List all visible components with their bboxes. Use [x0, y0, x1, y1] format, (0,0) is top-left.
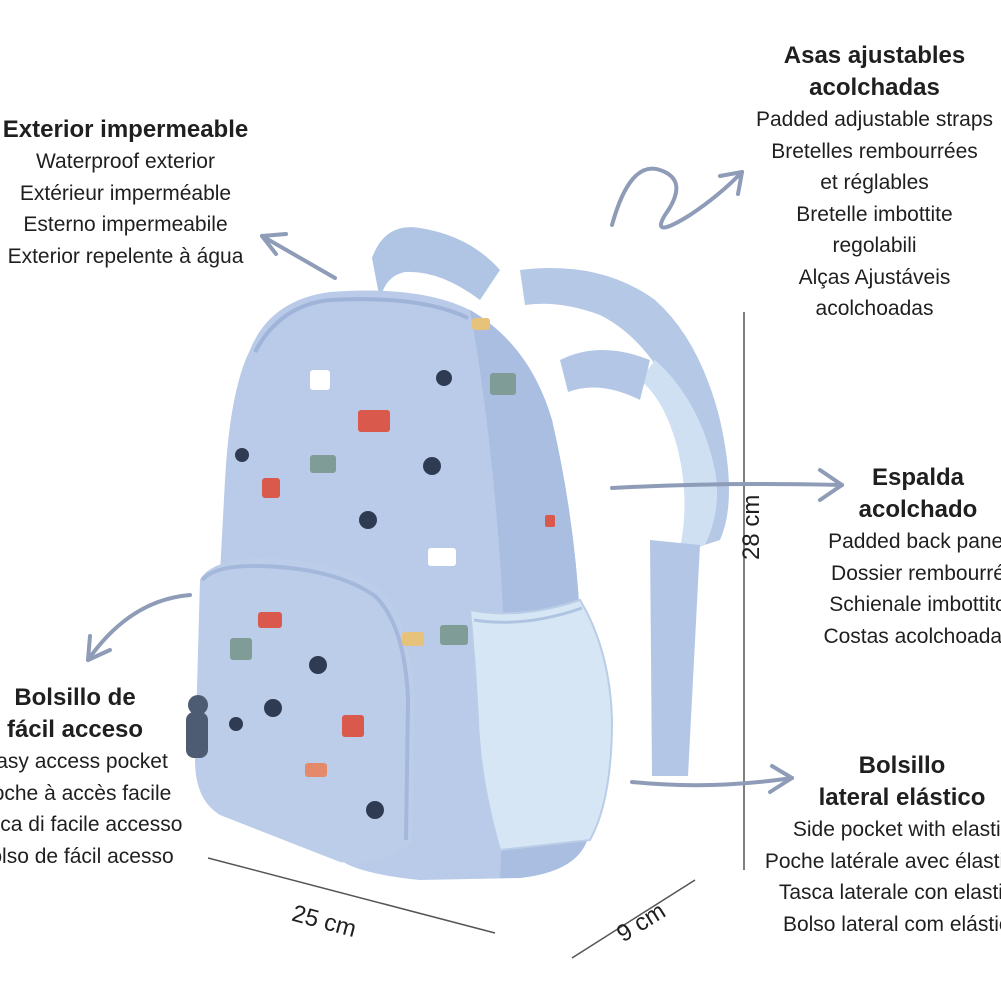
width-dimension-line — [207, 857, 496, 934]
feature-straps: Asas ajustables acolchadas Padded adjust… — [752, 40, 997, 325]
feature-line: et réglables — [820, 171, 929, 194]
backpack-body — [186, 290, 614, 880]
feature-title: Bolsillo — [858, 752, 946, 779]
vehicle-print-icon — [229, 318, 555, 819]
feature-back: Espalda acolchado Padded back panel Doss… — [818, 462, 1001, 652]
feature-line: Poche latérale avec élastique — [764, 849, 1001, 873]
feature-line: Padded adjustable straps — [756, 108, 993, 131]
feature-front-pocket: Bolsillo de fácil acceso Easy access poc… — [0, 682, 190, 872]
feature-title: Asas ajustables — [783, 42, 966, 69]
feature-title: acolchado — [858, 496, 978, 523]
feature-title: fácil acceso — [6, 716, 144, 743]
feature-line: Extérieur imperméable — [19, 181, 232, 205]
depth-dimension-line — [571, 879, 696, 959]
feature-title: Espalda — [871, 464, 965, 491]
arrow-icon — [86, 166, 844, 794]
feature-line: Side pocket with elastic — [792, 818, 1001, 841]
feature-title: Exterior impermeable — [2, 116, 249, 143]
feature-title: acolchadas — [809, 74, 940, 101]
feature-line: Alças Ajustáveis — [798, 265, 951, 289]
feature-line: Esterno impermeabile — [23, 213, 228, 236]
feature-line: acolchoadas — [815, 297, 934, 320]
feature-line: Tasca laterale con elastico — [778, 881, 1001, 904]
feature-line: Bolso lateral com elástico — [782, 912, 1001, 936]
feature-side-pocket: Bolsillo lateral elástico Side pocket wi… — [752, 750, 1001, 940]
feature-waterproof: Exterior impermeable Waterproof exterior… — [0, 114, 273, 272]
feature-line: Poche à accès facile — [0, 781, 172, 805]
feature-line: Easy access pocket — [0, 750, 168, 773]
feature-line: Dossier rembourré — [831, 561, 1001, 585]
feature-line: Waterproof exterior — [36, 150, 215, 173]
feature-line: Bretelle imbottite — [796, 202, 953, 226]
feature-line: Schienale imbottito — [829, 593, 1001, 616]
height-dimension-label: 28 cm — [738, 494, 765, 560]
shoulder-strap — [372, 227, 729, 776]
feature-line: Bretelles rembourrées — [771, 139, 978, 163]
feature-line: Exterior repelente à água — [7, 244, 244, 268]
feature-line: Padded back panel — [828, 530, 1001, 553]
feature-line: Costas acolchoadas — [823, 624, 1001, 648]
feature-line: Bolso de fácil acesso — [0, 844, 174, 868]
feature-line: Tasca di facile accesso — [0, 813, 183, 836]
feature-title: lateral elástico — [818, 784, 986, 811]
feature-title: Bolsillo de — [14, 684, 136, 711]
feature-line: regolabili — [832, 234, 917, 257]
